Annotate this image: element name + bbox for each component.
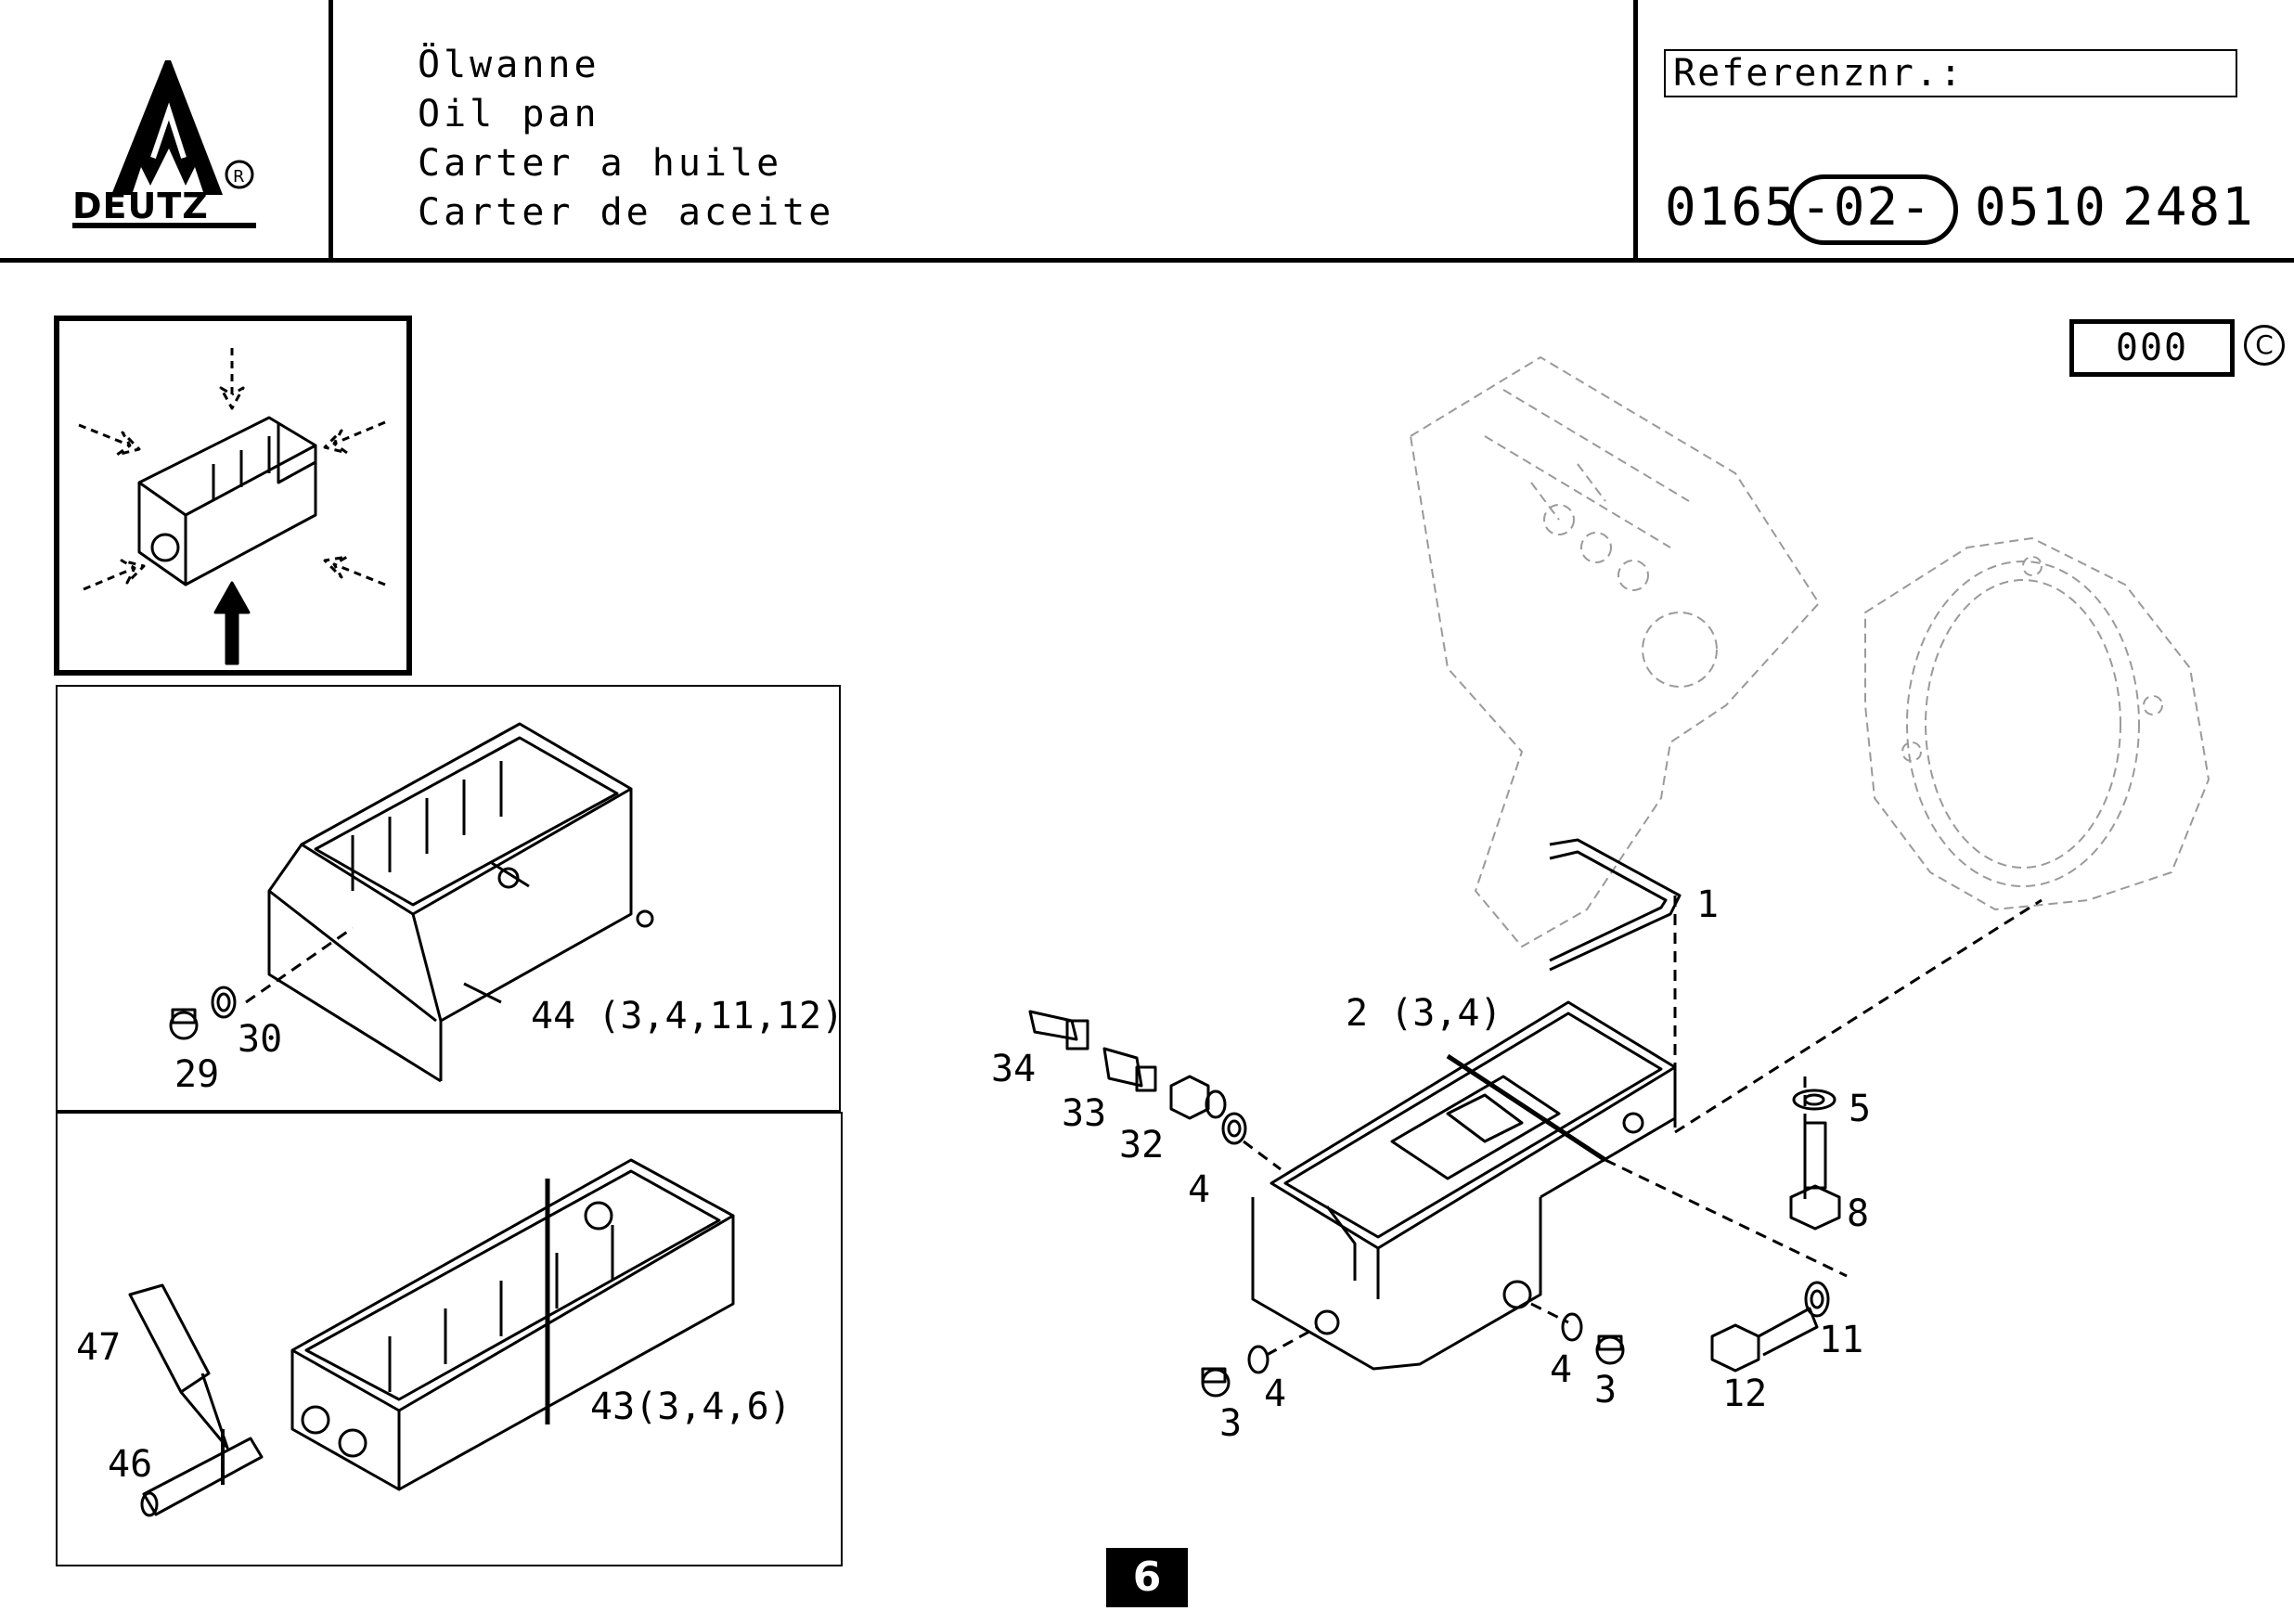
- reference-part-d: 2481: [2122, 177, 2255, 238]
- svg-text:R: R: [233, 167, 245, 187]
- callout-3-right: 3: [1594, 1369, 1617, 1411]
- callout-12: 12: [1722, 1373, 1768, 1415]
- orientation-block-icon: [137, 416, 317, 586]
- washer-4-left-icon: [1247, 1345, 1269, 1374]
- deutz-logo-mark: R: [72, 60, 256, 228]
- washer-4-top-icon: [1221, 1112, 1247, 1145]
- washer-5-icon: [1792, 1089, 1836, 1111]
- drain-plug-3-right-icon: [1595, 1334, 1625, 1365]
- washer-30-icon: [211, 986, 237, 1019]
- logo-text: DEUTZ: [72, 186, 209, 226]
- callout-30: 30: [238, 1018, 283, 1061]
- reference-highlight-oval: [1789, 174, 1958, 245]
- callout-47: 47: [76, 1326, 122, 1369]
- view-up-arrow-icon: [213, 581, 251, 665]
- view-orientation-panel: [54, 316, 412, 676]
- sealant-tube-47-icon: [128, 1283, 229, 1450]
- view-direction-arrows-icon: [78, 348, 386, 591]
- callout-33: 33: [1062, 1092, 1107, 1135]
- version-box: 000: [2069, 319, 2235, 377]
- title-spanish: Carter de aceite: [418, 191, 835, 234]
- callout-44: 44 (3,4,11,12): [531, 995, 844, 1038]
- callout-46: 46: [108, 1443, 153, 1486]
- bolt-8-icon: [1789, 1121, 1841, 1231]
- stud-46-icon: [140, 1429, 264, 1517]
- callout-4-right: 4: [1550, 1348, 1573, 1391]
- callout-1: 1: [1696, 883, 1720, 926]
- filler-neck-33-icon: [1102, 1047, 1157, 1092]
- drain-plug-3-left-icon: [1201, 1367, 1231, 1398]
- callout-34: 34: [991, 1048, 1037, 1090]
- callout-29: 29: [174, 1053, 220, 1096]
- reference-field: Referenznr.:: [1664, 49, 2237, 97]
- washer-11-icon: [1804, 1281, 1830, 1318]
- variant-43-panel: [56, 1112, 843, 1566]
- callout-4-top: 4: [1188, 1168, 1211, 1211]
- header-divider-right: [1633, 0, 1638, 262]
- oil-pan-43-drawing: [290, 1158, 735, 1491]
- hex-nut-32-icon: [1169, 1075, 1227, 1120]
- plug-29-icon: [169, 1008, 199, 1040]
- main-oil-pan-drawing: [1251, 1000, 1677, 1371]
- washer-4-right-icon: [1561, 1312, 1583, 1342]
- callout-5: 5: [1849, 1088, 1872, 1130]
- deutz-logo: R DEUTZ: [65, 46, 278, 241]
- filler-pipe-34-icon: [1028, 1010, 1089, 1050]
- callout-32: 32: [1119, 1124, 1165, 1166]
- reference-part-c: 0510: [1975, 177, 2107, 238]
- reference-part-b: -02-: [1800, 177, 1933, 238]
- header-bottom-rule: [0, 258, 2294, 263]
- callout-43: 43(3,4,6): [590, 1386, 792, 1428]
- variant-44-leader: [245, 926, 354, 1004]
- flywheel-housing-ghost-drawing: [1864, 537, 2210, 910]
- reference-part-a: 0165: [1665, 177, 1798, 238]
- header-divider-left: [329, 0, 333, 262]
- gasket-1-drawing: [1549, 838, 1682, 972]
- callout-3-left: 3: [1219, 1402, 1243, 1445]
- crankcase-ghost-drawing: [1410, 356, 1820, 947]
- reference-label: Referenznr.:: [1673, 52, 1964, 95]
- page-number-badge: 6: [1106, 1548, 1188, 1607]
- callout-2: 2 (3,4): [1346, 992, 1502, 1035]
- title-german: Ölwanne: [418, 44, 600, 86]
- copyright-icon: C: [2244, 325, 2285, 366]
- callout-4-left: 4: [1264, 1373, 1287, 1415]
- title-italian: Carter a huile: [418, 142, 783, 185]
- callout-11: 11: [1819, 1319, 1864, 1361]
- title-english: Oil pan: [418, 93, 600, 135]
- variant-44-panel: [56, 685, 841, 1112]
- bolt-12-icon: [1710, 1307, 1819, 1373]
- callout-8: 8: [1847, 1192, 1870, 1235]
- oil-pan-44-drawing: [267, 722, 654, 1083]
